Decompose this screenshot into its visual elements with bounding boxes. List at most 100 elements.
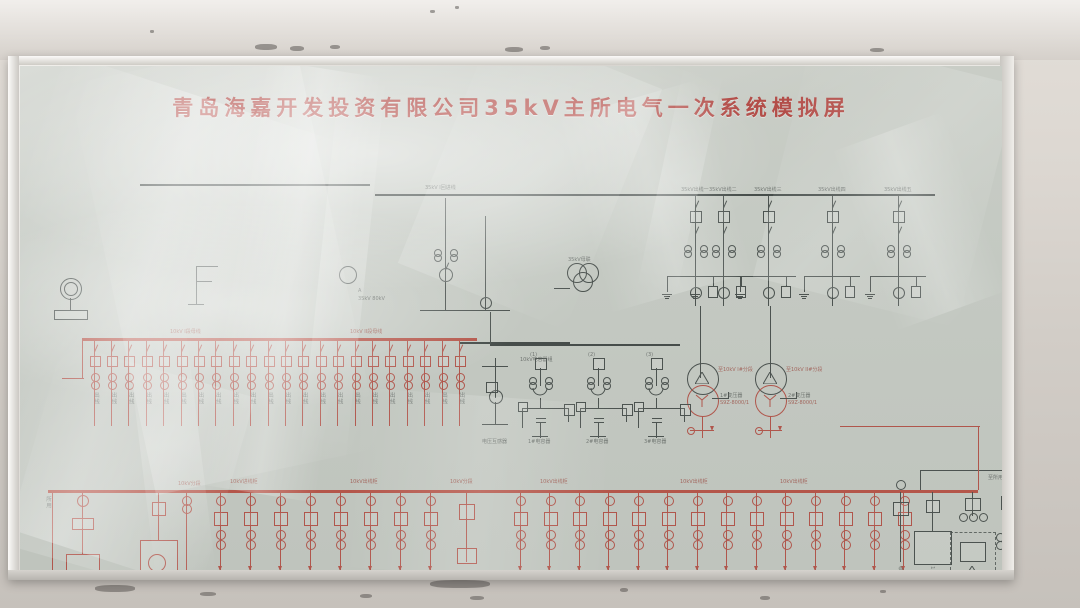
busbar — [48, 490, 978, 493]
hv-feeder-label: 35kV出线二 — [709, 187, 737, 193]
mid-feeder-label: 出线 — [423, 392, 430, 405]
transformer-name-label: 1#变压器 — [720, 393, 743, 399]
station-tr-drop — [81, 528, 83, 554]
lv-ct — [575, 540, 585, 550]
conductor-v — [70, 298, 71, 310]
lv-ct — [426, 530, 436, 540]
lv-switch-box — [244, 512, 258, 526]
conductor-v — [770, 306, 771, 378]
lv-switch-box — [424, 512, 438, 526]
conductor-v — [522, 408, 523, 428]
load-arrow — [694, 566, 699, 570]
breaker-circle — [893, 287, 905, 299]
current-transformer-symbol — [887, 250, 895, 258]
capacitor-box — [680, 404, 691, 416]
lv-switch-box — [364, 512, 378, 526]
transformer-delta-symbol — [695, 372, 709, 384]
conductor-h — [712, 398, 728, 399]
lv-ct — [246, 530, 256, 540]
earth-symbol — [662, 294, 672, 295]
conductor-v — [656, 398, 657, 408]
conductor-v — [656, 368, 657, 386]
aux-box — [845, 286, 855, 298]
current-transformer-symbol — [450, 254, 458, 262]
earth-symbol — [736, 296, 744, 298]
lv-tie-device — [457, 548, 477, 564]
mid-feeder-label: 出线 — [145, 392, 152, 405]
lv-ct — [306, 530, 316, 540]
lv-breaker — [306, 496, 316, 506]
earth-symbol — [691, 296, 699, 298]
lv-tie-box — [459, 504, 475, 520]
reactor-symbol — [648, 388, 664, 396]
conductor-v — [850, 276, 851, 286]
conductor-v — [540, 398, 541, 408]
conductor-h — [196, 266, 218, 267]
disconnector-box — [893, 211, 905, 223]
mid-feeder-breaker — [454, 356, 466, 367]
lv-switch-box — [632, 512, 646, 526]
load-arrow — [547, 566, 551, 570]
lv-switch-box — [274, 512, 288, 526]
conductor-h — [482, 424, 508, 425]
capacitor-switch-box — [535, 358, 547, 370]
transformer-lv-drop — [769, 416, 771, 438]
lv-breaker — [870, 496, 880, 506]
lv-breaker — [752, 496, 762, 506]
mid-feeder-breaker — [141, 356, 153, 367]
wall-speck — [455, 6, 459, 9]
reactor-symbol — [532, 388, 548, 396]
conductor-v — [700, 306, 701, 378]
lv-breaker — [426, 496, 436, 506]
mid-feeder-breaker — [159, 356, 171, 367]
lv-switch-box — [868, 512, 882, 526]
mid-feeder-breaker — [89, 356, 101, 367]
mid-feeder-ct — [316, 380, 326, 390]
right-block2-device — [960, 542, 986, 562]
earth-symbol — [865, 294, 875, 295]
mid-feeder-breaker — [211, 356, 223, 367]
mid-feeder-breaker — [402, 356, 414, 367]
mid-feeder-label: 出线 — [127, 392, 134, 405]
conductor-v — [796, 392, 797, 399]
breaker-circle — [690, 287, 702, 299]
conductor-v — [598, 428, 599, 438]
conductor-v — [598, 398, 599, 408]
conductor-v — [638, 408, 639, 428]
lv-tie-drop — [465, 518, 467, 548]
earth-symbol — [866, 296, 874, 298]
lv-ct — [693, 540, 703, 550]
mid-feeder-breaker — [280, 356, 292, 367]
transformer-model-label: S9Z-8000/1 — [788, 400, 818, 406]
disconnector-box — [827, 211, 839, 223]
spare-ct — [182, 504, 192, 514]
tie-label: 35kV母联 — [568, 257, 591, 263]
mid-feeder-label: 出线 — [162, 392, 169, 405]
lv-terminal — [755, 427, 763, 435]
lv-switch-box — [543, 512, 558, 526]
lv-ct — [426, 540, 436, 550]
mid-feeder-label: 出线 — [284, 392, 291, 405]
current-transformer-symbol — [821, 250, 829, 258]
power-transformer-lv-winding — [687, 385, 719, 417]
lv-right-heading-3: 10kV出线柜 — [780, 479, 808, 485]
potential-transformer-symbol — [489, 390, 503, 404]
lv-ct — [545, 540, 556, 550]
current-transformer-symbol — [773, 250, 781, 258]
aux-box — [911, 286, 921, 298]
lv-ct — [781, 540, 792, 550]
mid-feeder-breaker — [333, 356, 345, 367]
right-block2-switch — [965, 498, 981, 511]
power-transformer-lv-winding — [755, 385, 787, 417]
aux-box — [708, 286, 718, 298]
wall-speck — [430, 580, 490, 588]
lv-ct — [366, 540, 376, 550]
right-arrester-box — [893, 502, 909, 516]
lv-right-heading: 10kV出线柜 — [540, 479, 568, 485]
meter-symbol — [339, 266, 357, 284]
mid-feeder-ct — [160, 380, 170, 390]
frame-bevel-top — [8, 56, 1014, 65]
disconnector-box — [718, 211, 730, 223]
load-arrow — [367, 566, 372, 570]
lv-ct — [366, 530, 376, 540]
